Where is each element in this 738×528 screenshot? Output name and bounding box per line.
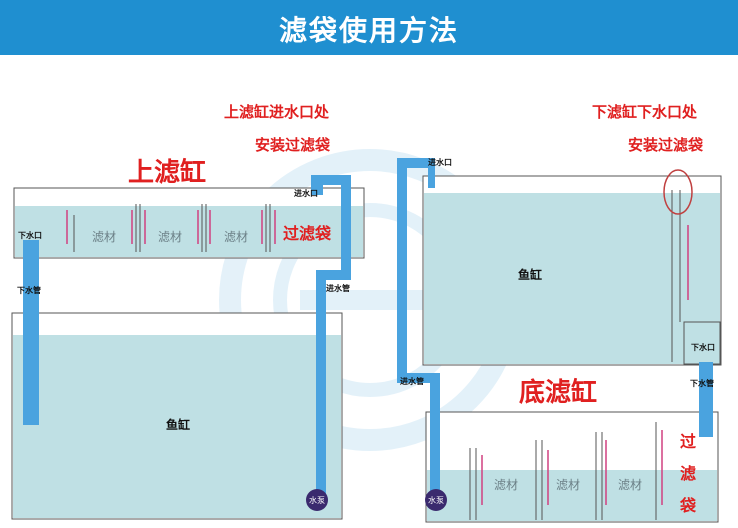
page-title: 滤袋使用方法 — [278, 14, 459, 47]
bottom-pump-label: 水泵 — [428, 496, 444, 505]
title-banner: 滤袋使用方法 — [0, 0, 738, 55]
bottom-inlet-pipe-label: 进水管 — [400, 377, 424, 386]
bottom-filter-title: 底滤缸 — [519, 378, 598, 408]
left-pump-icon — [306, 489, 328, 511]
top-note-line2: 安装过滤袋 — [255, 136, 331, 154]
bottom-media-3: 滤材 — [618, 478, 643, 492]
top-filter-tank — [13, 187, 365, 259]
top-inlet-pipe-label: 进水管 — [326, 284, 350, 293]
bottom-media-1: 滤材 — [494, 478, 519, 492]
right-inlet-label: 进水口 — [428, 158, 452, 167]
bottom-pump-icon — [425, 489, 447, 511]
bottom-bag-label-char-2: 滤 — [680, 464, 697, 483]
right-fish-tank — [422, 169, 722, 366]
right-tank-label: 鱼缸 — [518, 268, 543, 282]
top-bag-label: 过滤袋 — [283, 224, 332, 243]
left-tank-label: 鱼缸 — [166, 418, 191, 432]
bottom-filter-tank — [425, 411, 719, 523]
top-media-2: 滤材 — [158, 230, 183, 244]
bottom-media-2: 滤材 — [556, 478, 581, 492]
pipes — [23, 158, 713, 500]
right-note-line1: 下滤缸下水口处 — [592, 103, 698, 121]
top-outlet-pipe-label: 下水管 — [17, 286, 41, 295]
top-media-1: 滤材 — [92, 230, 117, 244]
top-inlet-label: 进水口 — [294, 189, 318, 198]
right-outlet-pipe-label: 下水管 — [690, 379, 714, 388]
top-filter-title: 上滤缸 — [128, 158, 207, 188]
right-outlet-label: 下水口 — [691, 343, 715, 352]
bottom-bag-label-char-1: 过 — [680, 432, 697, 451]
top-media-3: 滤材 — [224, 230, 249, 244]
top-outlet-label: 下水口 — [18, 231, 42, 240]
left-fish-tank — [11, 312, 343, 520]
bottom-bag-label-char-3: 袋 — [680, 496, 697, 515]
top-note-line1: 上滤缸进水口处 — [224, 103, 330, 121]
left-pump-label: 水泵 — [309, 496, 325, 505]
right-note-line2: 安装过滤袋 — [628, 136, 704, 154]
